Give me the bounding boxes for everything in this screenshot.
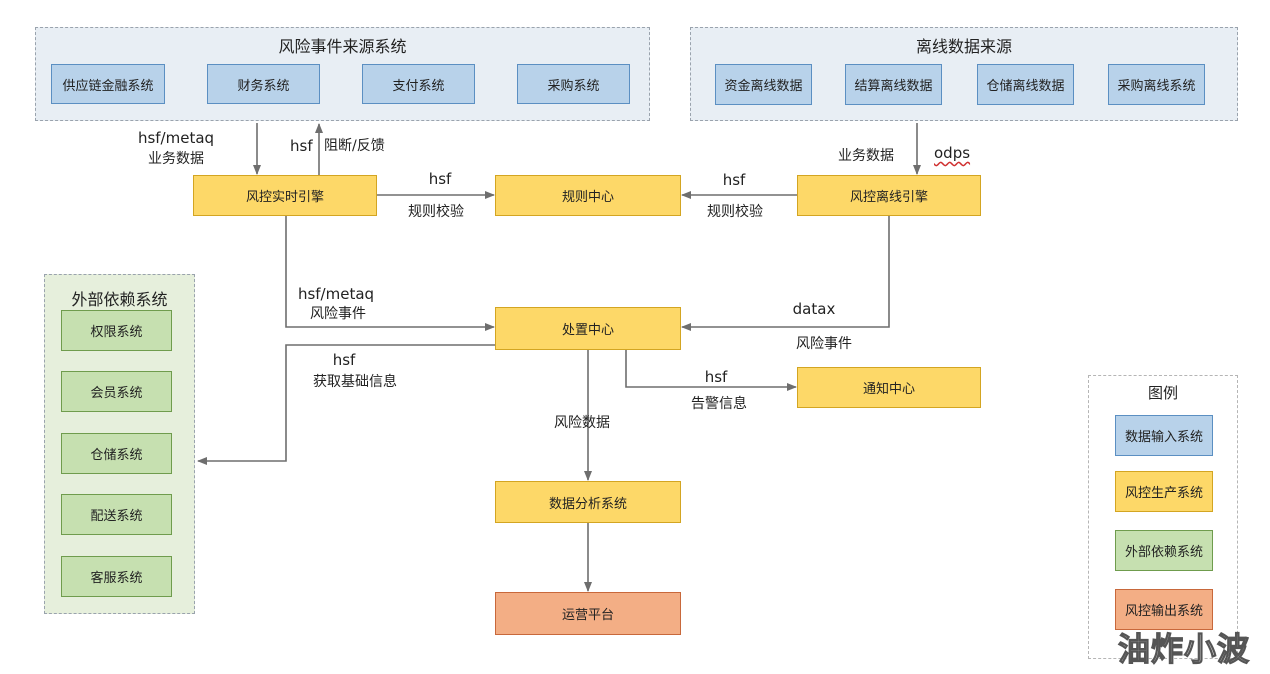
- node-ext-delivery: 配送系统: [61, 494, 172, 535]
- node-offline-engine: 风控离线引擎: [797, 175, 981, 216]
- node-purchase-system: 采购系统: [517, 64, 630, 104]
- label-rule-check-left: 规则校验: [408, 204, 464, 220]
- label-alarm-info: 告警信息: [691, 396, 747, 412]
- node-warehouse-offline-data: 仓储离线数据: [977, 64, 1074, 105]
- node-ext-member: 会员系统: [61, 371, 172, 412]
- node-ext-warehouse: 仓储系统: [61, 433, 172, 474]
- label-risk-event-right: 风险事件: [796, 336, 852, 352]
- risk-event-source-title: 风险事件来源系统: [278, 37, 407, 56]
- label-biz-data-right: 业务数据: [838, 148, 894, 164]
- label-rule-check-right: 规则校验: [707, 204, 763, 220]
- label-hsf-feedback: hsf: [290, 137, 313, 155]
- node-notify-center: 通知中心: [797, 367, 981, 408]
- label-hsf-metaq-mid: hsf/metaq: [297, 285, 375, 303]
- node-disposal-center: 处置中心: [495, 307, 681, 350]
- label-hsf-alarm: hsf: [704, 368, 728, 386]
- node-finance-system: 财务系统: [207, 64, 320, 104]
- node-realtime-engine: 风控实时引擎: [193, 175, 377, 216]
- external-dependency-title: 外部依赖系统: [71, 290, 168, 309]
- edge-disposal-to-external: [197, 344, 496, 465]
- legend-title: 图例: [1147, 384, 1178, 402]
- label-biz-data-left: 业务数据: [148, 151, 204, 167]
- node-fund-offline-data: 资金离线数据: [715, 64, 812, 105]
- node-purchase-offline-system: 采购离线系统: [1108, 64, 1205, 105]
- node-ops-platform: 运营平台: [495, 592, 681, 635]
- label-odps: odps: [934, 144, 971, 162]
- node-ext-service: 客服系统: [61, 556, 172, 597]
- label-datax: datax: [792, 300, 836, 318]
- legend-output-system: 风控输出系统: [1115, 589, 1213, 630]
- label-get-basic-info: 获取基础信息: [313, 374, 397, 390]
- label-hsf-metaq-top: hsf/metaq: [137, 129, 215, 147]
- legend-production-system: 风控生产系统: [1115, 471, 1213, 512]
- label-block-feedback: 阻断/反馈: [324, 138, 385, 154]
- edge-disposal-to-notify: [625, 350, 797, 391]
- node-supply-chain-finance: 供应链金融系统: [51, 64, 165, 104]
- node-rule-center: 规则中心: [495, 175, 681, 216]
- node-settle-offline-data: 结算离线数据: [845, 64, 942, 105]
- legend-input-system: 数据输入系统: [1115, 415, 1213, 456]
- label-hsf-basic: hsf: [332, 351, 356, 369]
- node-data-analysis: 数据分析系统: [495, 481, 681, 523]
- label-risk-event-left: 风险事件: [310, 306, 366, 322]
- edge-offline-to-disposal: [681, 216, 890, 331]
- label-risk-data: 风险数据: [554, 415, 610, 431]
- watermark: 油炸小波: [1117, 629, 1251, 668]
- legend-external-system: 外部依赖系统: [1115, 530, 1213, 571]
- node-payment-system: 支付系统: [362, 64, 475, 104]
- node-ext-permission: 权限系统: [61, 310, 172, 351]
- offline-data-source-title: 离线数据来源: [915, 37, 1012, 56]
- edge-realtime-to-disposal: [285, 216, 495, 331]
- label-hsf-rule-right: hsf: [722, 171, 746, 189]
- label-hsf-rule-left: hsf: [428, 170, 452, 188]
